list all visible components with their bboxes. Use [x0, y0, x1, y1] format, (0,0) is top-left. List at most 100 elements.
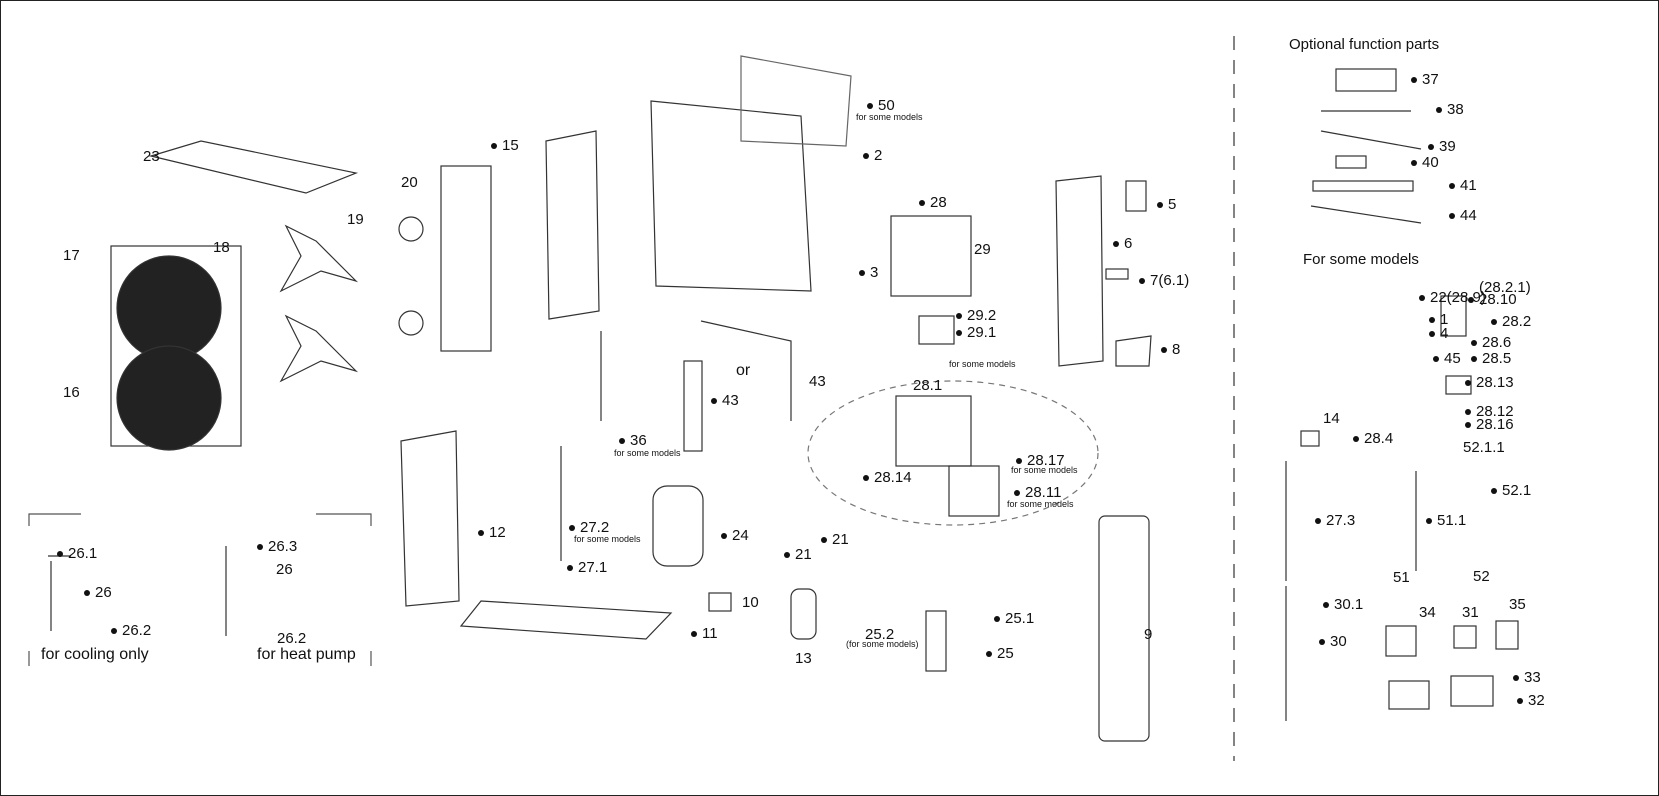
fan-blade-lower: [279, 314, 359, 383]
caption-cooling-only: for cooling only: [41, 646, 149, 663]
part-label: 20: [401, 174, 418, 191]
optional-part-label: 28.5: [1471, 351, 1511, 367]
side-panel: [1055, 175, 1104, 367]
part-label: 21: [784, 547, 812, 563]
front-panel: [1098, 515, 1150, 742]
optional-part-label: 30.1: [1323, 597, 1363, 613]
part-label: 5: [1157, 197, 1176, 213]
fan-grille-lower: [116, 345, 222, 451]
optional-part-label: 33: [1513, 670, 1541, 686]
part-44: [1310, 205, 1422, 224]
base-plate: [459, 600, 673, 640]
optional-part-label: 35: [1509, 596, 1526, 613]
optional-part-label: 28.4: [1353, 431, 1393, 447]
part-label: 28.11: [1014, 485, 1061, 501]
part-label: 28: [919, 195, 947, 211]
condenser-coil: [650, 100, 812, 292]
optional-part-label: 28.10: [1468, 292, 1517, 308]
motor-bracket: [440, 165, 492, 352]
part-label: 43: [809, 373, 826, 390]
for-some-models-note: (for some models): [846, 639, 919, 649]
part-label: 25: [986, 646, 1014, 662]
part-10: [708, 592, 732, 612]
side-grille: [545, 130, 600, 320]
part-label: 8: [1161, 342, 1180, 358]
part-label: 21: [821, 532, 849, 548]
optional-part-label: 41: [1449, 178, 1477, 194]
optional-part-label: 51: [1393, 569, 1410, 586]
part-35: [1495, 620, 1519, 650]
handle: [1125, 180, 1147, 212]
for-some-models-note: for some models: [574, 534, 641, 544]
part-37: [1335, 68, 1397, 92]
part-28-4: [1300, 430, 1320, 447]
part-label: 25.2: [865, 626, 895, 643]
part-43: [683, 360, 703, 452]
part-label: 43: [711, 393, 739, 409]
board-28-11: [948, 465, 1000, 517]
part-label: 26: [276, 561, 293, 578]
caption-heat-pump: for heat pump: [257, 646, 356, 663]
parts-38-39: [1320, 110, 1422, 150]
some-models-heading: For some models: [1303, 251, 1419, 268]
part-7: [1105, 268, 1129, 280]
part-label: 6: [1113, 236, 1132, 252]
board: [918, 315, 955, 345]
optional-part-label: 28.2: [1491, 314, 1531, 330]
optional-part-label: 52.1.1: [1463, 439, 1505, 456]
fan-motor-upper: [398, 216, 424, 242]
part-32-a: [1388, 680, 1430, 710]
optional-part-label: 38: [1436, 102, 1464, 118]
part-label: 19: [347, 211, 364, 228]
optional-part-label: 14: [1323, 410, 1340, 427]
optional-part-label: 44: [1449, 208, 1477, 224]
part-label: 25.1: [994, 611, 1034, 627]
for-some-models-note: for some models: [949, 359, 1016, 369]
rear-guard-mesh: [740, 55, 852, 147]
part-label: 27.2: [569, 520, 609, 536]
part-label: 16: [63, 384, 80, 401]
optional-part-label: 31: [1462, 604, 1479, 621]
part-label: 12: [478, 525, 506, 541]
control-box: [895, 395, 972, 467]
optional-part-label: 1: [1429, 312, 1448, 328]
part-41: [1312, 180, 1414, 192]
part-label: 24: [721, 528, 749, 544]
fan-motor-lower: [398, 310, 424, 336]
part-label: 50: [867, 98, 895, 114]
part-25: [925, 610, 947, 672]
part-label: 26.1: [57, 546, 97, 562]
part-label: 10: [742, 594, 759, 611]
optional-part-label: 52: [1473, 568, 1490, 585]
or-text: or: [736, 362, 751, 379]
part-label: 29.2: [956, 308, 996, 324]
control-box-group-outline: [807, 380, 1099, 526]
part-label: 29: [974, 241, 991, 258]
part-label: 15: [491, 138, 519, 154]
for-some-models-note: for some models: [614, 448, 681, 458]
optional-part-label: 28.16: [1465, 417, 1514, 433]
part-33: [1450, 675, 1494, 707]
part-label: 26.3: [257, 539, 297, 555]
part-40: [1335, 155, 1367, 169]
part-label: 29.1: [956, 325, 996, 341]
part-label: 17: [63, 247, 80, 264]
pipes: [560, 331, 1417, 721]
optional-part-label: 39: [1428, 139, 1456, 155]
valve-bracket: [28, 513, 372, 666]
optional-part-label: 28.13: [1465, 375, 1514, 391]
part-label: 26.2: [277, 630, 307, 647]
part-label: 2: [863, 148, 882, 164]
optional-part-label: 30: [1319, 634, 1347, 650]
part-8: [1115, 335, 1152, 367]
optional-part-label: 51.1: [1426, 513, 1466, 529]
part-label: 18: [213, 239, 230, 256]
optional-part-label: 34: [1419, 604, 1436, 621]
part-label: 26: [84, 585, 112, 601]
part-label: 28.14: [863, 470, 912, 486]
part-label: 3: [859, 265, 878, 281]
part-label: 36: [619, 433, 647, 449]
part-31: [1453, 625, 1477, 649]
